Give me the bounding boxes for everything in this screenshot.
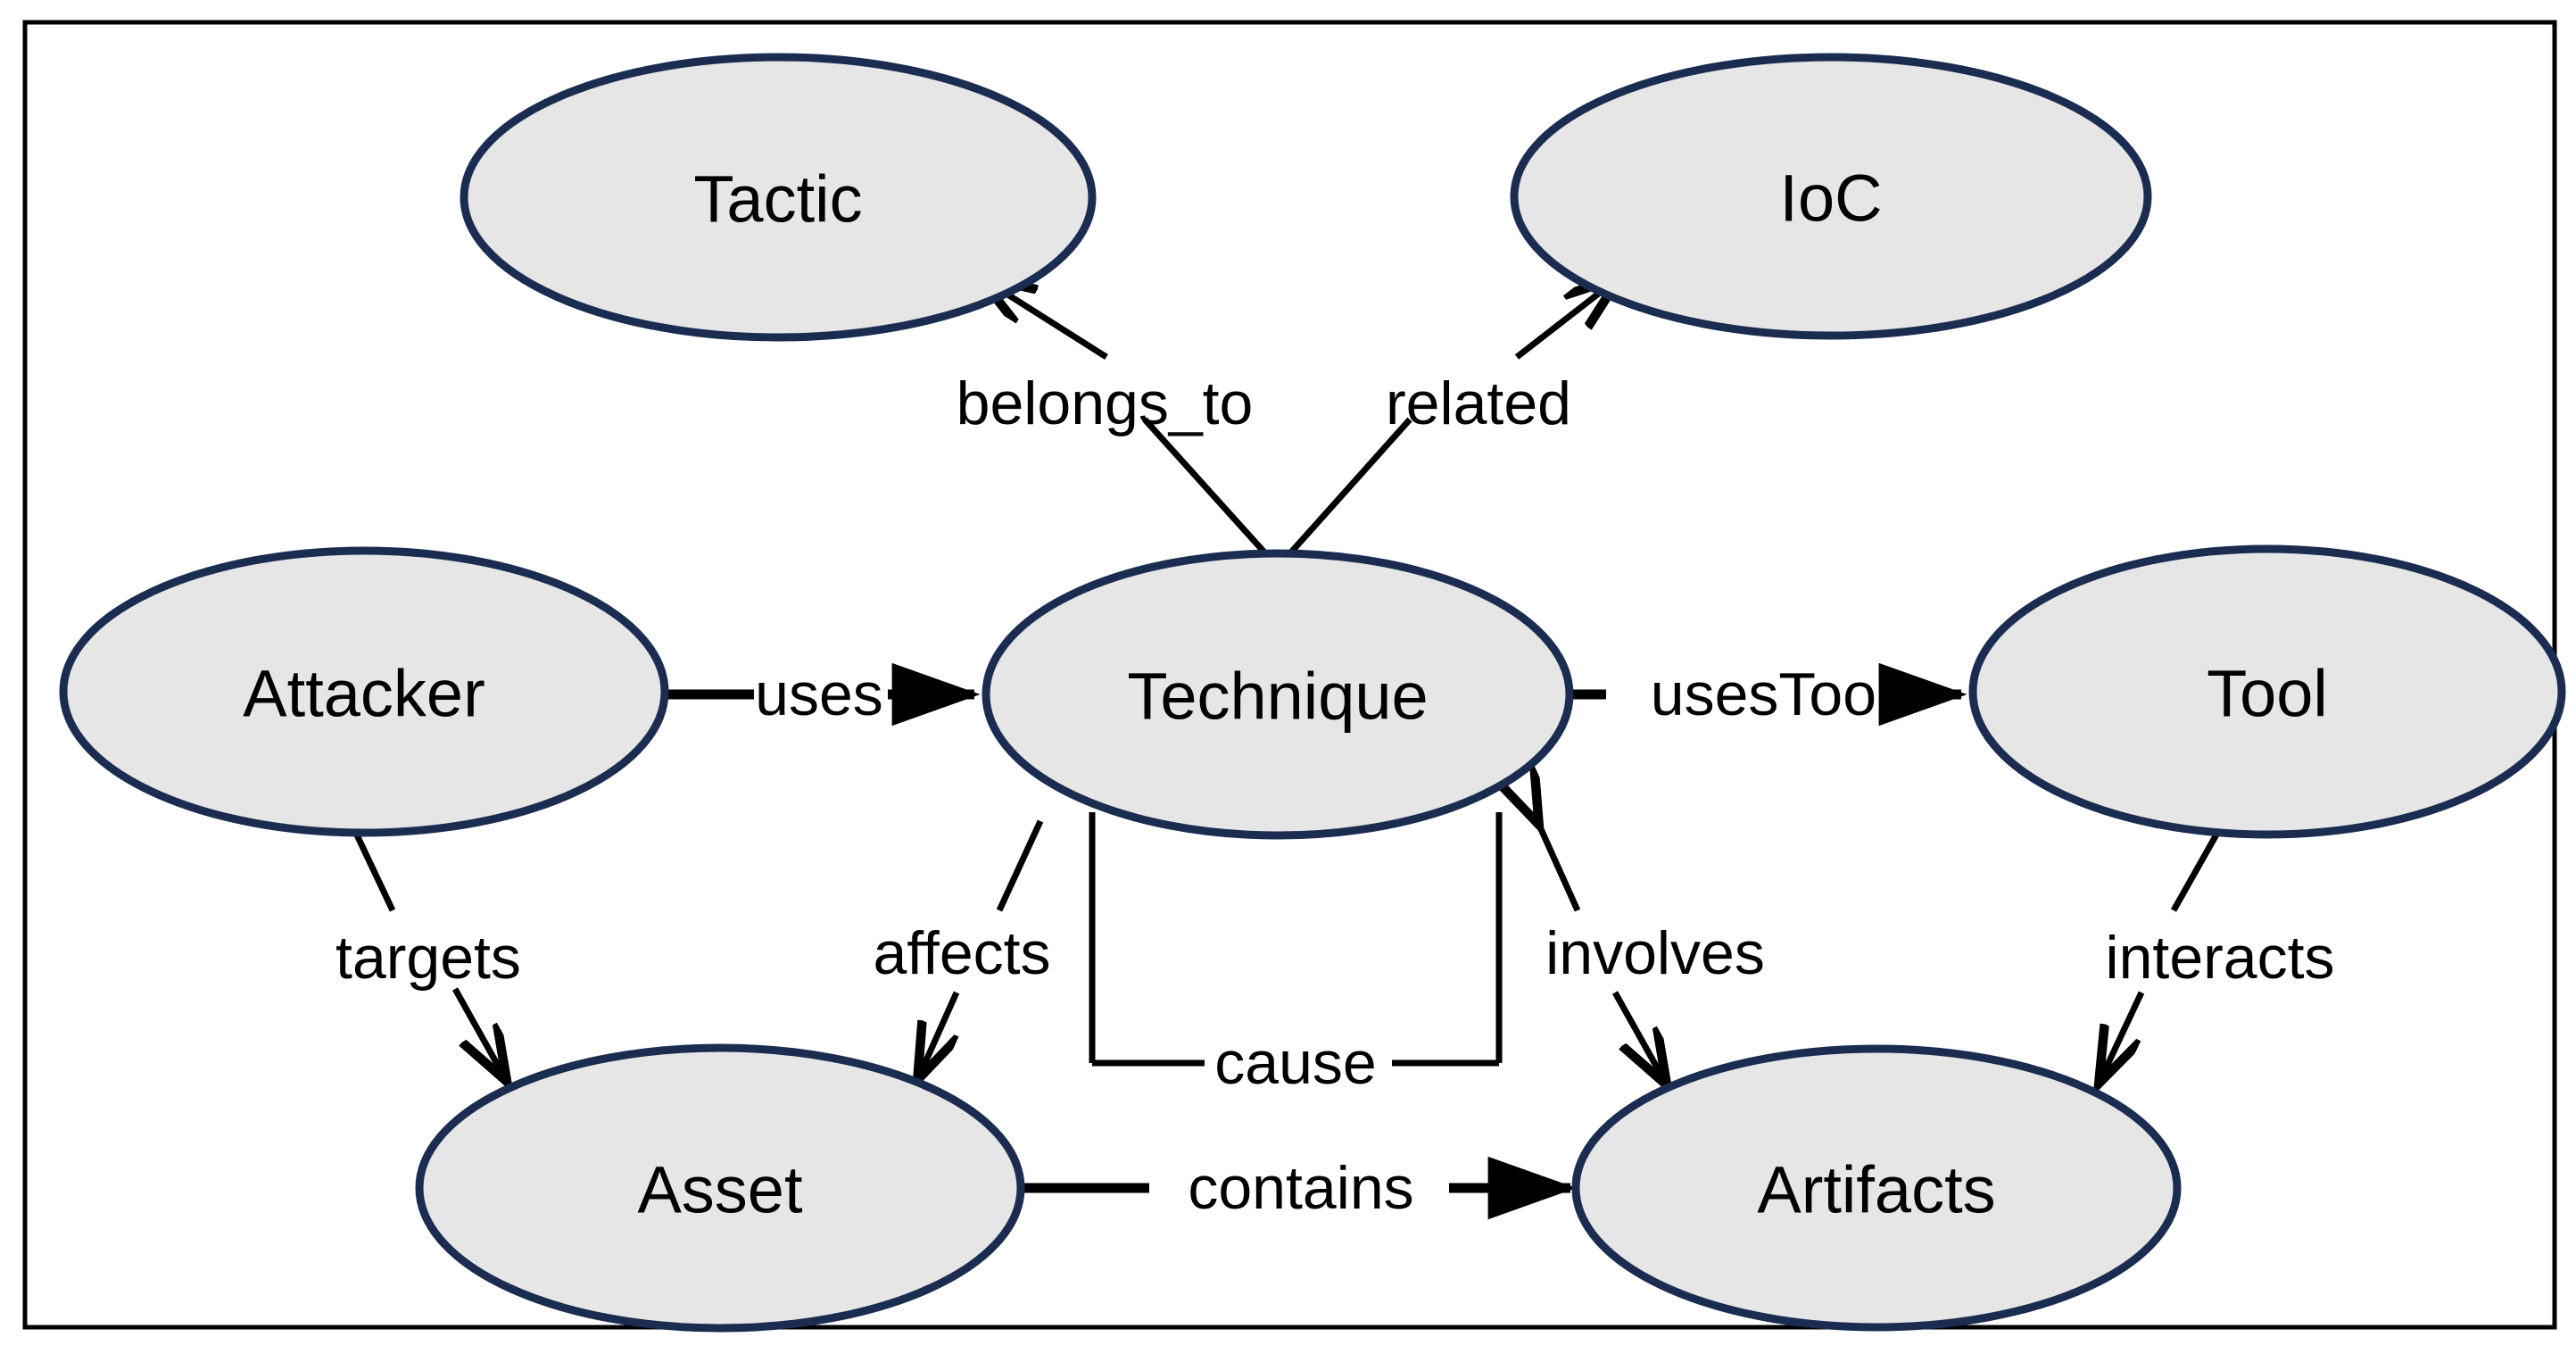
edge-label-contains: contains bbox=[1188, 1154, 1413, 1222]
edge-interacts bbox=[2100, 827, 2224, 1080]
affects-lower-segment bbox=[919, 991, 960, 1076]
ioc-label: IoC bbox=[1779, 162, 1882, 236]
node-technique[interactable]: Technique bbox=[982, 549, 1574, 840]
edge-label-belongs-to: belongs_to bbox=[957, 370, 1254, 437]
artifacts-label: Artifacts bbox=[1757, 1153, 1995, 1227]
edge-label-related: related bbox=[1386, 370, 1571, 437]
ioc-ellipse[interactable] bbox=[1510, 53, 2152, 340]
node-tool[interactable]: Tool bbox=[1968, 544, 2566, 839]
node-artifacts[interactable]: Artifacts bbox=[1571, 1044, 2182, 1332]
tactic-label: Tactic bbox=[693, 162, 862, 237]
technique-label: Technique bbox=[1127, 660, 1428, 734]
asset-ellipse[interactable] bbox=[415, 1043, 1025, 1333]
attacker-ellipse[interactable] bbox=[59, 546, 669, 837]
technique-ellipse[interactable] bbox=[982, 549, 1574, 840]
node-tactic[interactable]: Tactic bbox=[460, 53, 1097, 342]
edge-affects bbox=[919, 819, 1044, 1076]
edge-cause bbox=[1089, 812, 1503, 1067]
edge-label-involves: involves bbox=[1545, 919, 1765, 987]
attacker-label: Attacker bbox=[243, 657, 485, 731]
node-attacker[interactable]: Attacker bbox=[59, 546, 669, 837]
targets-lower-segment bbox=[451, 987, 505, 1078]
interacts-upper-segment bbox=[2170, 827, 2224, 912]
edge-label-interacts: interacts bbox=[2106, 924, 2335, 992]
edge-targets bbox=[349, 824, 505, 1078]
edge-label-cause: cause bbox=[1214, 1029, 1376, 1097]
node-ioc[interactable]: IoC bbox=[1510, 53, 2152, 340]
edge-involves bbox=[1537, 821, 1665, 1082]
artifacts-ellipse[interactable] bbox=[1571, 1044, 2182, 1332]
node-asset[interactable]: Asset bbox=[415, 1043, 1025, 1333]
asset-label: Asset bbox=[637, 1153, 803, 1227]
interacts-lower-segment bbox=[2100, 991, 2145, 1080]
edge-label-targets: targets bbox=[335, 924, 521, 992]
tool-label: Tool bbox=[2207, 657, 2328, 731]
involves-upper-segment bbox=[1537, 821, 1581, 912]
related-lower-segment bbox=[1286, 417, 1412, 558]
edge-label-affects: affects bbox=[873, 919, 1050, 987]
tactic-ellipse[interactable] bbox=[460, 53, 1097, 342]
edge-label-uses: uses bbox=[755, 660, 883, 728]
targets-upper-segment bbox=[349, 824, 396, 912]
involves-lower-segment bbox=[1611, 991, 1665, 1082]
tool-ellipse[interactable] bbox=[1968, 544, 2566, 839]
belongs-to-lower-segment bbox=[1142, 417, 1270, 558]
affects-upper-segment bbox=[996, 819, 1044, 912]
edge-label-uses-tool: usesTool bbox=[1651, 660, 1890, 728]
